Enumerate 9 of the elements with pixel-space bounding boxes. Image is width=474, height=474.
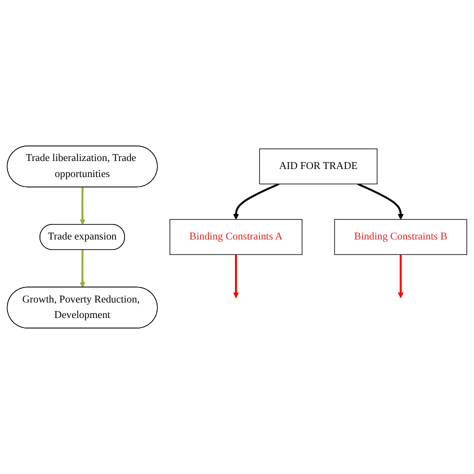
node-box: AID FOR TRADE — [259, 148, 378, 184]
arrow — [357, 183, 404, 220]
arrow — [80, 187, 86, 225]
arrow — [398, 254, 404, 298]
arrow — [233, 254, 239, 298]
arrow — [80, 250, 86, 288]
node-box: Binding Constraints A — [170, 219, 302, 255]
node-box: Binding Constraints B — [334, 219, 468, 255]
arrow — [233, 183, 280, 220]
